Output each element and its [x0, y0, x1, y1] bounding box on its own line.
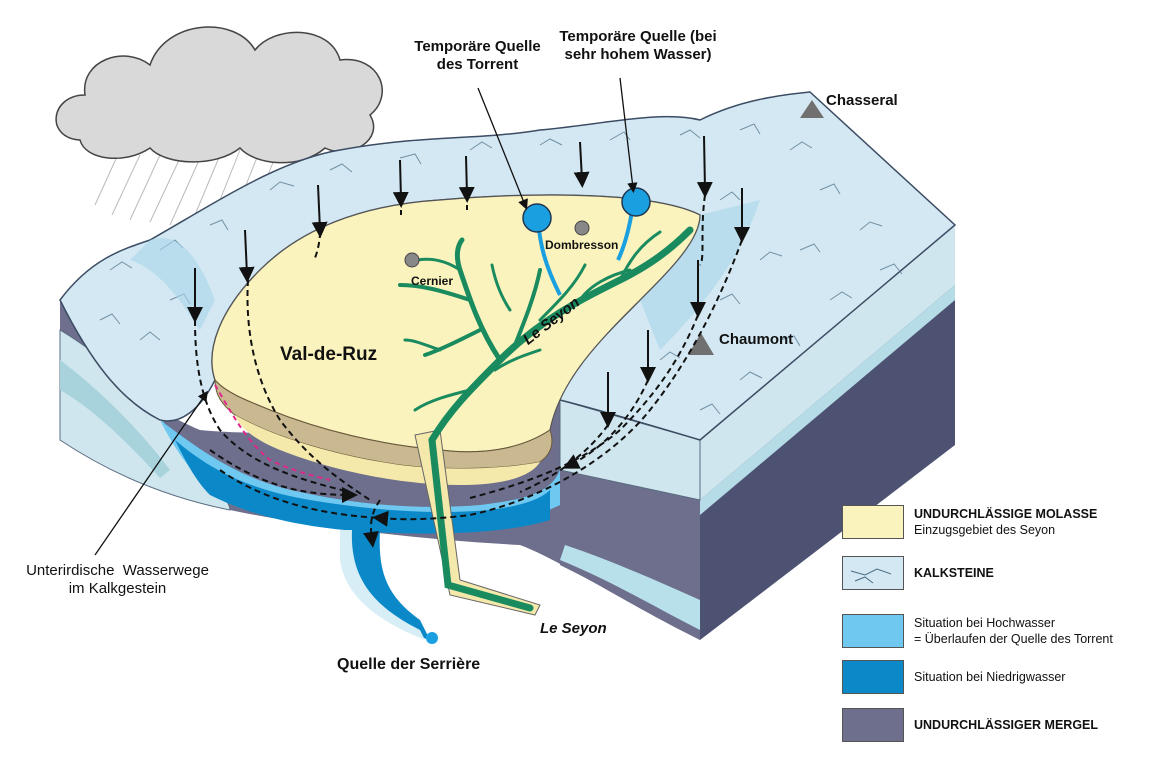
label-dombresson: Dombresson	[545, 238, 619, 252]
legend-swatch-marl	[842, 708, 904, 742]
cernier-marker-icon	[404, 252, 420, 268]
label-high-water-spring-line2: sehr hohem Wasser)	[564, 46, 712, 63]
label-serriere-spring: Quelle der Serrière	[337, 656, 481, 673]
label-underground-line2: im Kalkgestein	[68, 580, 167, 597]
leader-lines	[94, 77, 638, 556]
high-water-flow-path	[214, 384, 331, 481]
label-torrent-spring: Temporäre Quelle des Torrent	[390, 38, 565, 74]
infiltration-arrows	[187, 135, 750, 428]
torrent-spring-icon	[522, 203, 552, 233]
seyon-river-network	[398, 226, 694, 444]
legend-title-molasse: UNDURCHLÄSSIGE MOLASSE	[914, 506, 1098, 521]
underground-flow-paths	[194, 194, 743, 548]
label-high-water-spring-line1: Temporäre Quelle (bei	[559, 28, 717, 45]
label-chasseral: Chasseral	[826, 92, 898, 109]
legend-text-high-water: Situation bei Hochwasser	[914, 615, 1056, 630]
dombresson-marker-icon	[574, 220, 590, 236]
legend-swatch-high-water	[842, 614, 904, 648]
label-torrent-spring-line2: des Torrent	[436, 56, 519, 73]
label-torrent-spring-line1: Temporäre Quelle	[414, 38, 541, 55]
seyon-outlet-river	[428, 436, 534, 612]
legend-text-low-water: Situation bei Niedrigwasser	[914, 669, 1066, 684]
limestone-texture-icon	[850, 568, 892, 584]
label-val-de-ruz: Val-de-Ruz	[280, 344, 378, 365]
legend-swatch-low-water	[842, 660, 904, 694]
label-underground-line1: Unterirdische Wasserwege	[26, 562, 209, 579]
groundwater	[160, 420, 560, 640]
legend-title-marl: UNDURCHLÄSSIGER MERGEL	[914, 717, 1099, 732]
chasseral-peak-icon	[800, 100, 824, 118]
chaumont-peak-icon	[688, 333, 714, 355]
legend-title-limestone: KALKSTEINE	[914, 565, 994, 580]
high-water-spring-icon	[621, 187, 651, 217]
legend-text-high-water-2: = Überlaufen der Quelle des Torrent	[914, 632, 1113, 646]
label-le-seyon-outlet: Le Seyon	[540, 620, 607, 637]
legend-item-molasse: UNDURCHLÄSSIGE MOLASSE Einzugsgebiet des…	[842, 505, 1097, 539]
legend-item-low-water: Situation bei Niedrigwasser	[842, 660, 1065, 694]
serriere-outlet-icon	[426, 632, 438, 644]
rain-cloud-icon	[55, 26, 383, 226]
label-high-water-spring: Temporäre Quelle (bei sehr hohem Wasser)	[538, 28, 738, 64]
legend-text-molasse: Einzugsgebiet des Seyon	[914, 523, 1056, 537]
legend-item-limestone: KALKSTEINE	[842, 556, 994, 590]
legend-item-marl: UNDURCHLÄSSIGER MERGEL	[842, 708, 1098, 742]
legend-swatch-limestone	[842, 556, 904, 590]
legend-swatch-molasse	[842, 505, 904, 539]
legend-item-high-water: Situation bei Hochwasser = Überlaufen de…	[842, 614, 1113, 648]
label-cernier: Cernier	[411, 274, 454, 288]
label-underground-paths: Unterirdische Wasserwege im Kalkgestein	[10, 562, 225, 598]
label-chaumont: Chaumont	[719, 331, 794, 348]
